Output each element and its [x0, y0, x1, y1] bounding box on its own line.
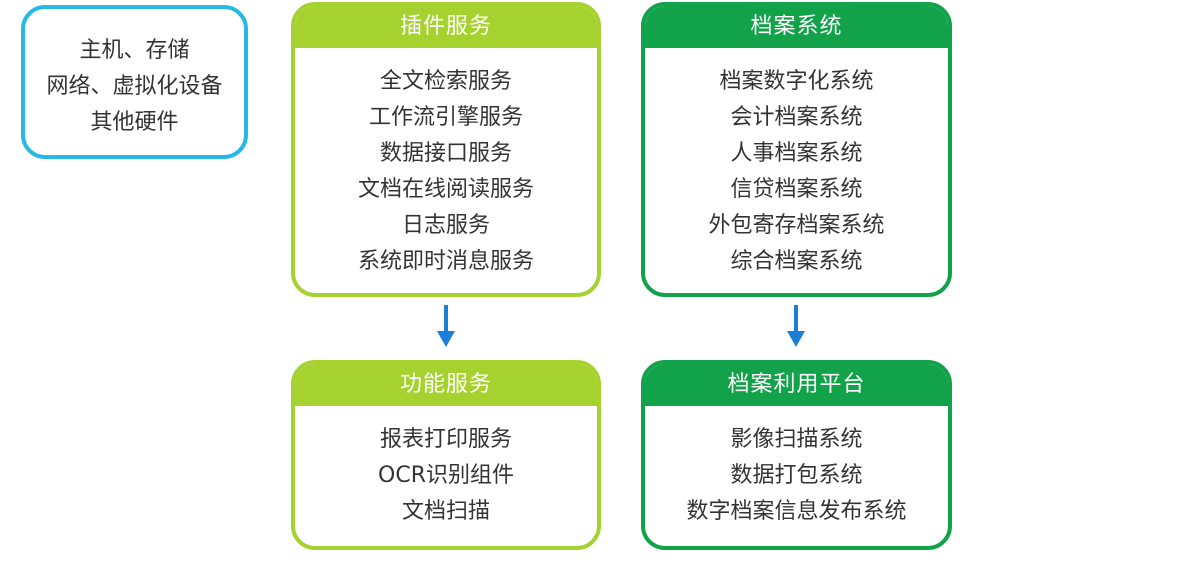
- archive-system-list: 档案数字化系统 会计档案系统 人事档案系统 信贷档案系统 外包寄存档案系统 综合…: [645, 48, 948, 280]
- function-service-item: OCR识别组件: [378, 463, 514, 488]
- archive-system-item: 会计档案系统: [730, 105, 863, 130]
- plugin-services-list: 全文检索服务 工作流引擎服务 数据接口服务 文档在线阅读服务 日志服务 系统即时…: [295, 48, 597, 280]
- down-arrow-icon: [437, 305, 455, 347]
- function-services-box: 功能服务 报表打印服务 OCR识别组件 文档扫描: [291, 360, 601, 550]
- plugin-service-item: 日志服务: [401, 213, 490, 238]
- archive-system-item: 档案数字化系统: [719, 69, 874, 94]
- plugin-services-box: 插件服务 全文检索服务 工作流引擎服务 数据接口服务 文档在线阅读服务 日志服务…: [291, 2, 601, 297]
- infrastructure-list: 主机、存储 网络、虚拟化设备 其他硬件: [25, 9, 244, 141]
- plugin-service-item: 系统即时消息服务: [357, 249, 534, 274]
- archive-platform-title: 档案利用平台: [645, 364, 948, 406]
- function-services-list: 报表打印服务 OCR识别组件 文档扫描: [295, 406, 597, 530]
- function-service-item: 报表打印服务: [379, 427, 512, 452]
- archive-platform-box: 档案利用平台 影像扫描系统 数据打包系统 数字档案信息发布系统: [641, 360, 952, 550]
- infrastructure-line: 主机、存储: [79, 38, 190, 63]
- archive-platform-item: 数据打包系统: [730, 463, 863, 488]
- plugin-service-item: 数据接口服务: [379, 141, 512, 166]
- archive-platform-item: 数字档案信息发布系统: [686, 499, 907, 524]
- archive-system-item: 信贷档案系统: [730, 177, 863, 202]
- infrastructure-line: 其他硬件: [90, 110, 179, 135]
- plugin-service-item: 文档在线阅读服务: [357, 177, 534, 202]
- function-service-item: 文档扫描: [401, 499, 490, 524]
- plugin-service-item: 全文检索服务: [379, 69, 512, 94]
- plugin-service-item: 工作流引擎服务: [368, 105, 523, 130]
- archive-platform-item: 影像扫描系统: [730, 427, 863, 452]
- infrastructure-box: 主机、存储 网络、虚拟化设备 其他硬件: [21, 5, 248, 159]
- function-services-title: 功能服务: [295, 364, 597, 406]
- archive-system-item: 人事档案系统: [730, 141, 863, 166]
- archive-platform-list: 影像扫描系统 数据打包系统 数字档案信息发布系统: [645, 406, 948, 530]
- archive-system-item: 外包寄存档案系统: [708, 213, 885, 238]
- archive-system-box: 档案系统 档案数字化系统 会计档案系统 人事档案系统 信贷档案系统 外包寄存档案…: [641, 2, 952, 297]
- infrastructure-line: 网络、虚拟化设备: [46, 74, 223, 99]
- down-arrow-icon: [787, 305, 805, 347]
- archive-system-item: 综合档案系统: [730, 249, 863, 274]
- plugin-services-title: 插件服务: [295, 6, 597, 48]
- archive-system-title: 档案系统: [645, 6, 948, 48]
